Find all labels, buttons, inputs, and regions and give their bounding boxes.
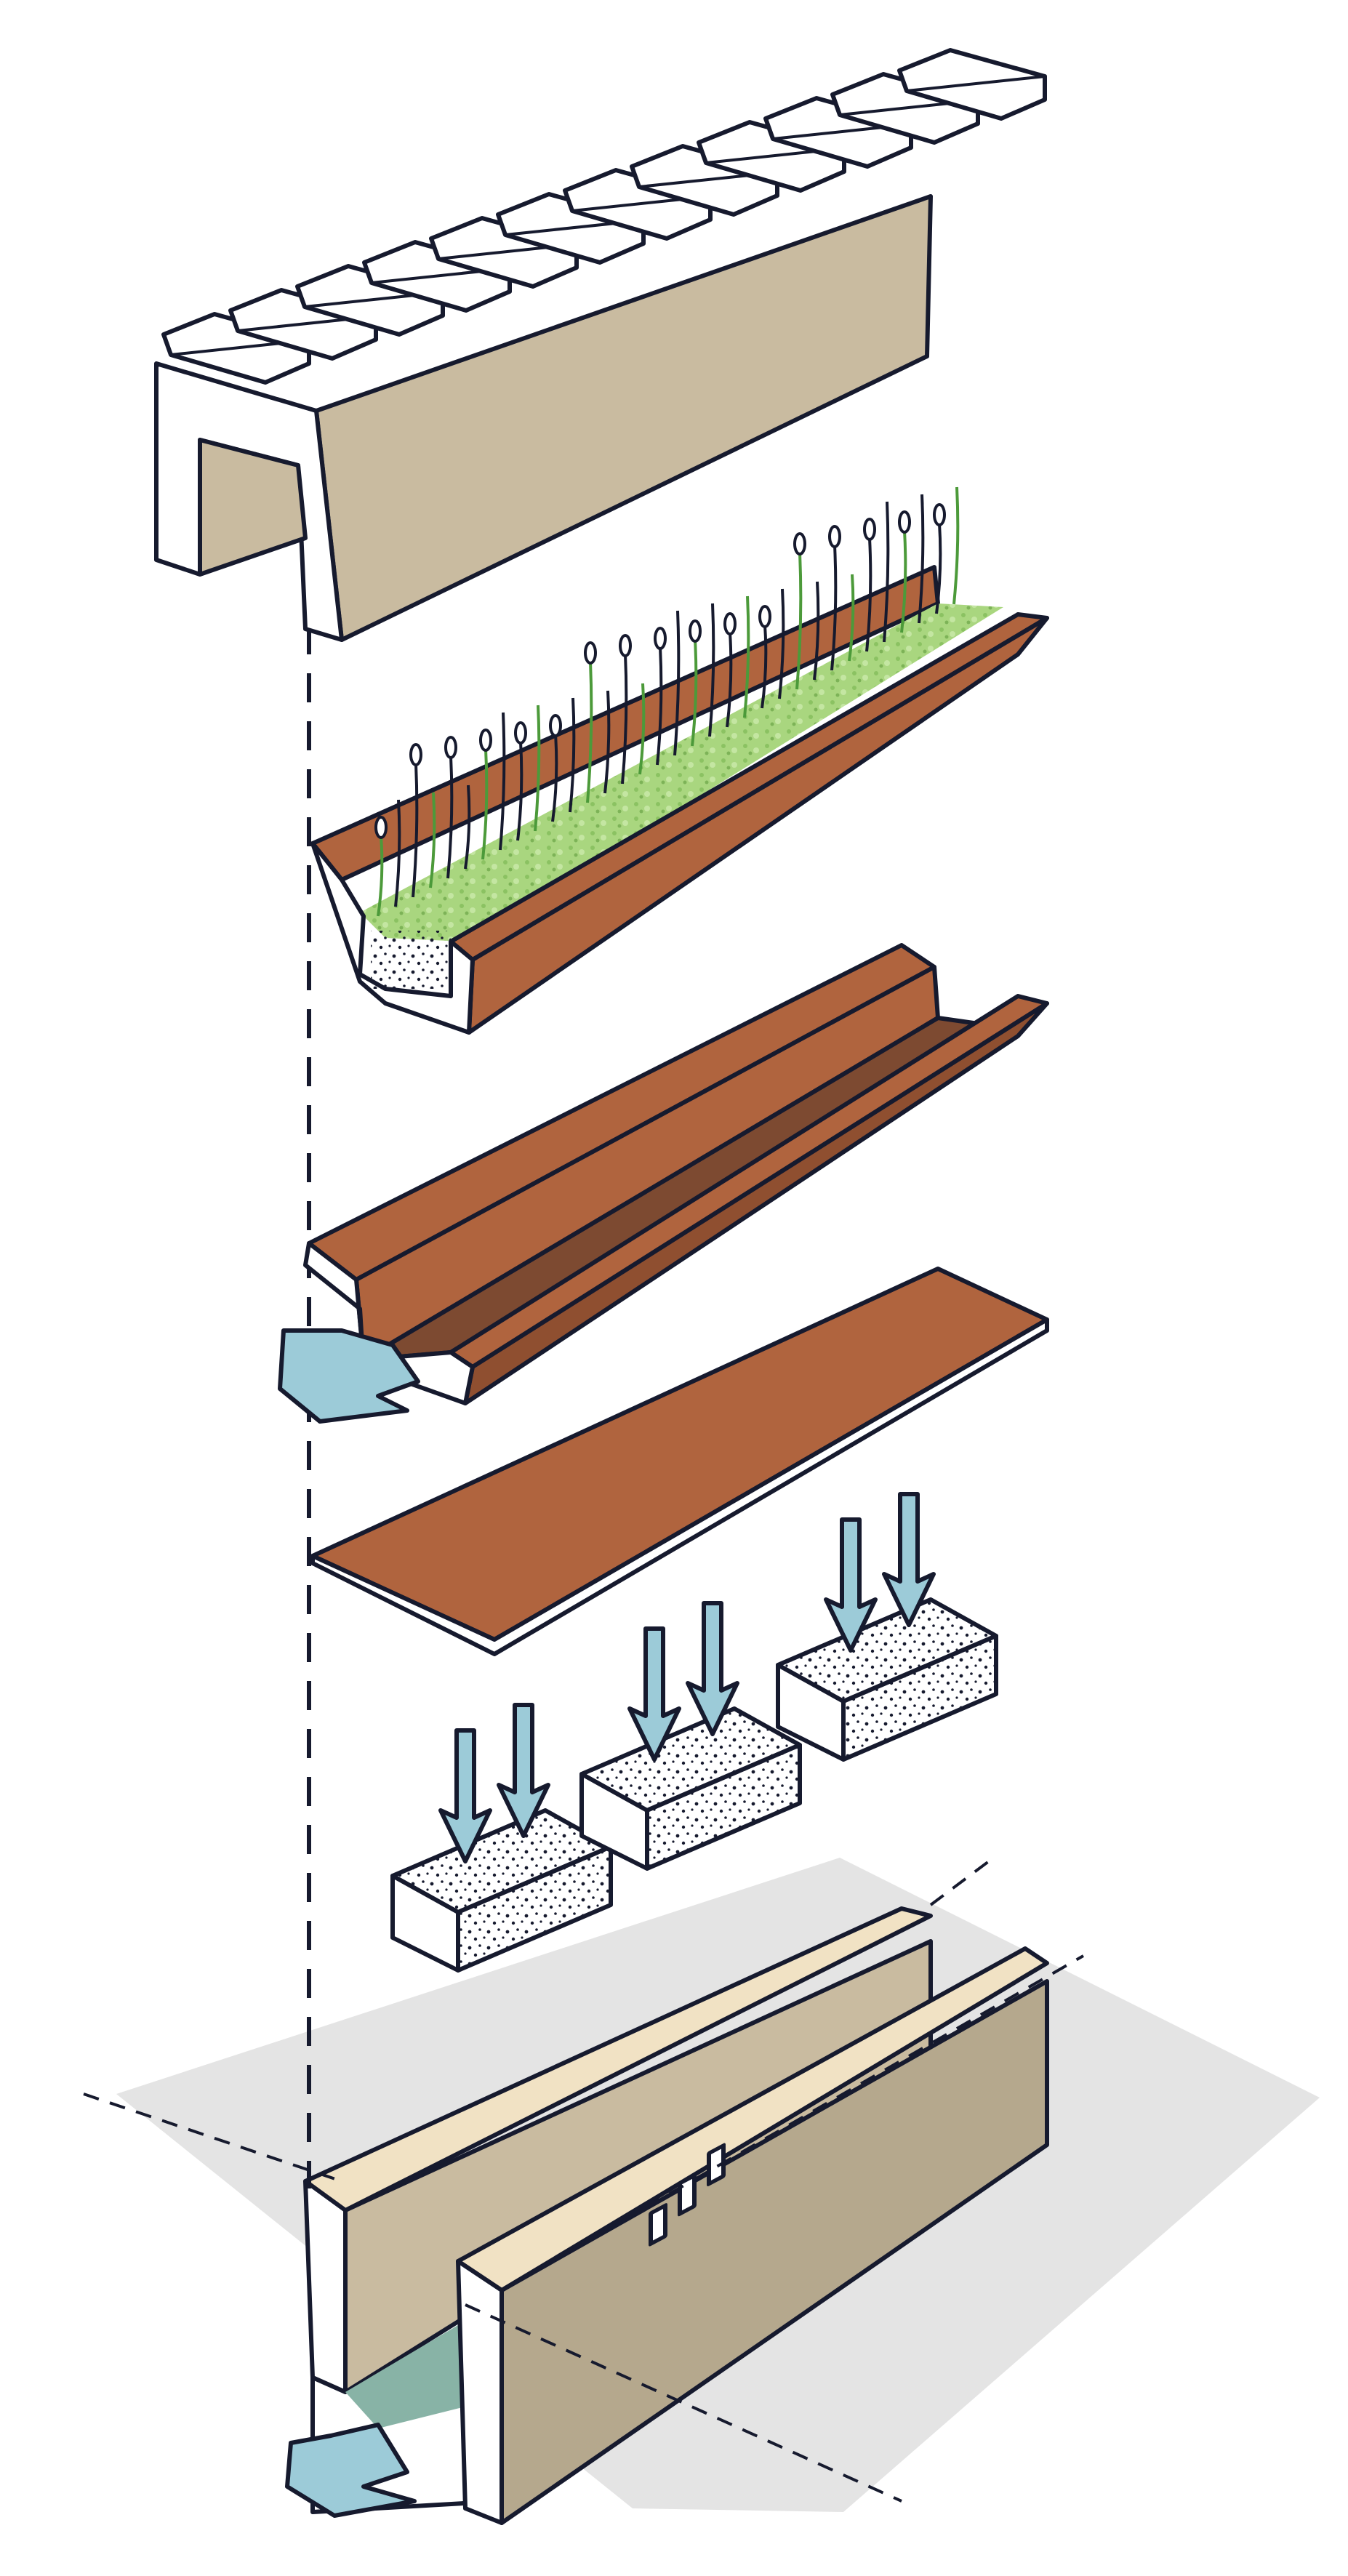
- grass-blade: [830, 545, 838, 671]
- flower-bud: [584, 641, 597, 665]
- base-water: [345, 2323, 465, 2428]
- grass-blade: [848, 574, 855, 662]
- load-arrow: [824, 1517, 878, 1653]
- flower-bud: [409, 743, 422, 766]
- cap-slat-edge: [906, 75, 1046, 92]
- flower-bud: [689, 619, 702, 643]
- flower-bud: [479, 729, 492, 752]
- weep-hole: [678, 2172, 697, 2217]
- grass-blade: [778, 588, 785, 699]
- grass-blade: [464, 785, 471, 870]
- flower-bud: [863, 518, 876, 541]
- load-arrow: [438, 1728, 492, 1863]
- flower-bud: [933, 503, 946, 526]
- tray-plants: [374, 486, 960, 917]
- bearing-block: [390, 1703, 613, 1973]
- load-arrow: [497, 1703, 550, 1838]
- grass-blade: [429, 792, 436, 888]
- grass-blade: [638, 683, 646, 775]
- grass-blade: [534, 705, 541, 832]
- grass-blade: [918, 494, 925, 624]
- grass-blade: [673, 610, 681, 756]
- grass-blade: [900, 530, 907, 633]
- grass-blade: [708, 603, 715, 737]
- load-arrow: [882, 1492, 936, 1627]
- flower-bud: [444, 736, 457, 759]
- block-texture: [843, 1636, 996, 1760]
- grass-blade: [952, 486, 960, 605]
- flower-bud: [619, 634, 632, 657]
- cap-top-slats: [161, 48, 1047, 385]
- drainage-channel: [303, 943, 1049, 1405]
- grass-blade: [865, 537, 872, 652]
- grass-blade: [377, 835, 384, 917]
- grass-blade: [743, 595, 750, 718]
- grass-blade: [446, 755, 454, 879]
- grass-blade: [621, 654, 628, 785]
- grass-blade: [883, 501, 890, 643]
- rear-wall-end: [303, 2179, 348, 2394]
- weep-hole: [707, 2143, 726, 2186]
- grass-blade: [516, 741, 523, 841]
- grass-blade: [726, 632, 733, 728]
- grass-blade: [603, 690, 611, 794]
- channel-end-section: [303, 1241, 475, 1405]
- grass-blade: [499, 712, 506, 851]
- flower-bud: [549, 714, 562, 737]
- block-texture: [647, 1745, 800, 1869]
- wall-cap-channel: [154, 194, 933, 642]
- grass-blade: [481, 748, 489, 860]
- base-plate: [310, 1267, 1049, 1656]
- grass-blade: [813, 581, 820, 681]
- grass-blade: [551, 734, 558, 822]
- flower-bud: [828, 525, 841, 548]
- tray-planting-medium: [360, 603, 1003, 942]
- block-texture: [393, 1810, 611, 1912]
- bearing-block: [579, 1601, 802, 1871]
- weep-hole: [649, 2203, 667, 2247]
- flower-bud: [374, 816, 388, 839]
- grass-blade: [412, 763, 419, 898]
- front-wall-end: [456, 2259, 504, 2525]
- grass-blade: [569, 697, 576, 813]
- grass-blade: [656, 646, 663, 766]
- load-arrow: [686, 1601, 739, 1736]
- grass-blade: [586, 661, 593, 803]
- plate-edge: [310, 1317, 1049, 1656]
- flower-bud: [654, 627, 667, 650]
- tray-soil-section: [371, 931, 451, 989]
- load-arrow: [627, 1626, 681, 1762]
- bearing-block: [776, 1492, 998, 1762]
- cap-inner-opening: [198, 438, 308, 577]
- ground-reference-lines: [83, 1860, 1084, 2503]
- water-flow-arrow: [285, 2423, 417, 2518]
- flower-bud: [793, 532, 806, 555]
- water-flow-arrow: [278, 1328, 420, 1424]
- grass-blade: [761, 625, 768, 709]
- block-texture: [458, 1847, 611, 1970]
- flower-bud: [723, 612, 737, 635]
- grass-blade: [935, 523, 942, 614]
- foundation-walls: [303, 1906, 1049, 2525]
- grass-blade: [795, 552, 803, 690]
- bearing-blocks: [390, 1492, 998, 1973]
- grass-blade: [394, 799, 401, 907]
- flower-bud: [898, 510, 911, 534]
- grass-blade: [691, 639, 698, 747]
- block-texture: [582, 1709, 800, 1810]
- flower-bud: [758, 605, 771, 628]
- block-texture: [778, 1600, 996, 1701]
- flower-bud: [514, 721, 527, 745]
